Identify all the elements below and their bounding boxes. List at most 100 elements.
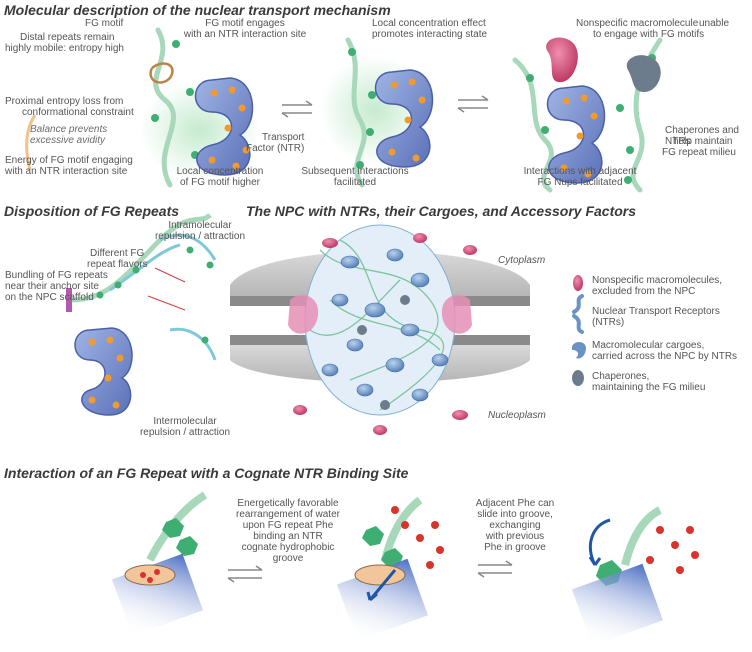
d-text2-line4: with previous <box>485 531 545 542</box>
panel-a-title: Molecular description of the nuclear tra… <box>4 2 391 18</box>
label-balance-2: excessive avidity <box>30 135 106 146</box>
ntr-binding-surface-d3 <box>571 563 663 646</box>
phe-hexagon-d1 <box>162 518 184 538</box>
legend-icon-cargo <box>572 342 586 359</box>
npc-scaffold-anchor <box>66 288 72 312</box>
repulsion-attraction-arrows <box>147 267 186 311</box>
hydrophobic-groove-d2 <box>354 564 406 586</box>
npc-chaperone-blobs <box>357 295 410 410</box>
d-text2-line1: Adjacent Phe can <box>475 498 555 509</box>
d-text1-line3: upon FG repeat Phe <box>242 520 334 531</box>
panel-d-text1: Energetically favorable rearrangement of… <box>228 498 348 564</box>
legend-chaperone-line2: maintaining the FG milieu <box>592 382 706 393</box>
label-subsequent-1: Subsequent interactions <box>301 166 409 177</box>
legend-ntr-line2: (NTRs) <box>592 317 625 328</box>
fg-chain-3a <box>512 57 554 193</box>
ntr-transport-factor-2 <box>374 69 434 168</box>
entropy-arrow-icon <box>149 62 174 84</box>
water-molecules-d3 <box>646 526 699 574</box>
label-effect-2: promotes interacting state <box>372 29 488 40</box>
phe-slide-arrow-icon <box>588 518 611 566</box>
label-nonspecific-1: Nonspecific macromolecule <box>576 18 699 29</box>
label-inter-1: Intermolecular <box>153 416 217 427</box>
fg-motif-dot <box>172 40 180 48</box>
ntr-transport-factor-b <box>74 327 133 416</box>
label-chaperones-3: FG repeat milieu <box>662 147 736 158</box>
legend-nonspecific-line2: excluded from the NPC <box>592 286 696 297</box>
label-energy-2: with an NTR interaction site <box>5 166 128 177</box>
d-text2-line2: slide into groove, <box>477 509 553 520</box>
d-text2-line3: exchanging <box>489 520 541 531</box>
label-subsequent-2: facilitated <box>333 177 377 188</box>
label-transport-2: Factor (NTR) <box>246 143 305 154</box>
equilibrium-arrows-1 <box>281 100 313 118</box>
label-distal-2: highly mobile: entropy high <box>5 43 124 54</box>
label-local-1: Local concentration <box>176 166 264 177</box>
legend-nonspecific-line1: Nonspecific macromolecules, <box>592 275 723 286</box>
d-text1-line2: rearrangement of water <box>236 509 340 520</box>
chaperone-shape <box>626 55 661 92</box>
panel-a-graphics <box>25 27 663 193</box>
label-nonspecific-3: to engage with FG motifs <box>593 29 705 40</box>
panel-c-title: The NPC with NTRs, their Cargoes, and Ac… <box>246 203 637 219</box>
panel-d-title: Interaction of an FG Repeat with a Cogna… <box>4 465 409 481</box>
d-text1-line1: Energetically favorable <box>237 498 339 509</box>
label-balance-1: Balance prevents <box>30 124 108 135</box>
hydrophobic-groove-d1 <box>124 564 176 586</box>
label-intra-1: Intramolecular <box>168 220 232 231</box>
npc-scaffold-pink <box>288 295 472 334</box>
equilibrium-arrows-d1 <box>227 565 263 583</box>
nonspecific-macromolecule-shape <box>546 37 578 83</box>
label-local-2: of FG motif higher <box>179 177 261 188</box>
legend-cargo-line1: Macromolecular cargoes, <box>592 340 705 351</box>
fg-repeat-strand-d3 <box>621 506 663 566</box>
label-engages-1: FG motif engages <box>205 18 285 29</box>
d-text1-line4: binding an NTR <box>253 531 323 542</box>
panel-b-graphics <box>66 213 217 416</box>
panel-d-graphics <box>111 491 699 646</box>
d-text1-line5: cognate hydrophobic <box>241 542 335 553</box>
npc-fg-mesh <box>304 224 456 416</box>
ntr-transport-factor-3 <box>546 85 606 184</box>
label-distal-1: Distal repeats remain <box>20 32 115 43</box>
label-flavors-1: Different FG <box>90 248 145 259</box>
label-cytoplasm: Cytoplasm <box>498 255 546 266</box>
water-molecules-d2 <box>391 506 444 569</box>
label-effect-1: Local concentration effect <box>372 18 486 29</box>
d-text2-line5: Phe in groove <box>484 542 546 553</box>
legend-cargo-line2: carried across the NPC by NTRs <box>592 351 738 362</box>
label-intra-2: repulsion / attraction <box>154 231 246 242</box>
fg-chain-1 <box>153 27 177 188</box>
label-bundling-2: near their anchor site <box>5 281 99 292</box>
equilibrium-arrows-2 <box>457 95 489 113</box>
label-inter-2: repulsion / attraction <box>139 427 231 438</box>
npc-nonspecific-blobs <box>293 233 477 435</box>
label-bundling-3: on the NPC scaffold <box>5 292 94 303</box>
legend-shapes <box>572 275 586 386</box>
panel-d-text2: Adjacent Phe can slide into groove, exch… <box>460 498 570 553</box>
label-flavors-2: repeat flavors <box>87 259 148 270</box>
label-adjacent-2: FG Nups facilitated <box>537 177 623 188</box>
label-proximal-2: conformational constraint <box>22 107 134 118</box>
ntr-transport-factor-1 <box>194 77 254 176</box>
label-adjacent-1: Interactions with adjacent <box>523 166 637 177</box>
label-nucleoplasm: Nucleoplasm <box>488 410 546 421</box>
label-transport-1: Transport <box>262 132 305 143</box>
d-text1-line6: groove <box>272 553 304 564</box>
panel-c-graphics <box>230 224 530 435</box>
legend-icon-ntr <box>572 294 584 334</box>
label-engages-2: with an NTR interaction site <box>183 29 307 40</box>
balance-arrow-icon <box>25 114 37 171</box>
label-nonspecific-2: unable <box>699 18 730 29</box>
legend-chaperone-line1: Chaperones, <box>592 371 650 382</box>
label-bundling-1: Bundling of FG repeats <box>5 270 108 281</box>
label-energy-1: Energy of FG motif engaging <box>5 155 133 166</box>
label-chaperones-1: Chaperones and NTRs <box>665 125 739 147</box>
label-fg-motif: FG motif <box>85 18 124 29</box>
equilibrium-arrows-d2 <box>477 560 513 578</box>
npc-ntr-blobs <box>321 248 449 402</box>
panel-b-title: Disposition of FG Repeats <box>4 203 180 219</box>
label-proximal-1: Proximal entropy loss from <box>5 96 124 107</box>
